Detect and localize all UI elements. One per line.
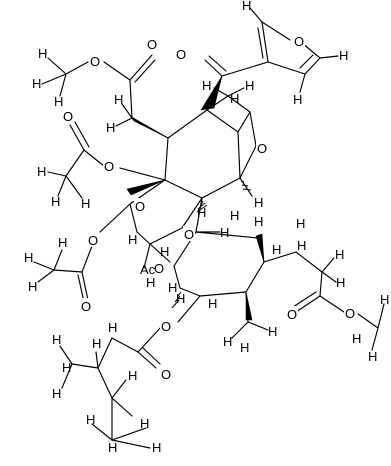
hydrogen-label: H	[52, 332, 61, 347]
ester-right-ether-oxygen-label: O	[345, 306, 355, 321]
hydrogen-label: H	[128, 232, 137, 247]
acetate-2-carbonyl-oxygen-label: O	[81, 299, 91, 314]
hydrogen-label: H	[54, 94, 63, 109]
hydrogen-label: H	[297, 238, 306, 253]
cage-ether-oxygen-center-label: O	[184, 227, 194, 242]
hydrogen-label: H	[52, 386, 61, 401]
isobutyrate-carbonyl-oxygen-label: O	[161, 367, 171, 382]
acetoxy-ac-label: Ac	[140, 262, 156, 277]
epoxy-oxygen-label: O	[257, 141, 267, 156]
hydrogen-label: H	[92, 336, 101, 351]
acetoxy-o-label: O	[154, 261, 164, 276]
hydrogen-label: H	[197, 205, 206, 220]
isobutyrate-methyl-stubs	[91, 397, 151, 449]
hydrogen-label: H	[81, 196, 90, 211]
hydrogen-label: H	[268, 324, 277, 339]
hydrogen-label: H	[24, 250, 33, 265]
ketone-oxygen-label: O	[176, 47, 186, 62]
hydrogen-label: H	[202, 78, 211, 93]
acetate-1-carbonyl-oxygen-label: O	[63, 109, 73, 124]
hydrogen-label: H	[254, 214, 263, 229]
furan-oxygen-label: O	[294, 34, 304, 49]
hydrogen-label: H	[352, 331, 361, 346]
hydrogen-label: H	[176, 291, 185, 306]
hydrogen-label: H	[168, 280, 177, 295]
cage-ether-oxygen-left-label: O	[135, 199, 145, 214]
bond-lines	[33, 7, 385, 417]
hydrogen-label: H	[208, 296, 217, 311]
hydrogen-label: H	[128, 368, 137, 383]
hydrogen-label: H	[242, 0, 251, 13]
hydrogen-label: H	[58, 235, 67, 250]
hydrogen-label: H	[140, 416, 149, 431]
hydrogen-label: H	[106, 120, 115, 135]
hydrogen-label: H	[336, 275, 345, 290]
hydrogen-label: H	[240, 340, 249, 355]
hydrogen-label: H	[335, 247, 344, 262]
hydrogen-label: H	[220, 225, 229, 240]
hydrogen-label: H	[230, 208, 239, 223]
hydrogen-label: H	[293, 92, 302, 107]
hydrogen-label: H	[272, 242, 281, 257]
hydrogen-label: H	[368, 349, 377, 364]
acetate-1-ring-oxygen-label: O	[104, 159, 114, 174]
hydrogen-label: H	[254, 195, 263, 210]
isobutyrate-ring-oxygen-label: O	[161, 319, 171, 334]
hydrogen-label: H	[245, 78, 254, 93]
hydrogen-label: H	[38, 46, 47, 61]
hydrogen-label: H	[152, 440, 161, 455]
ester-top-ether-oxygen-label: O	[90, 54, 100, 69]
hydrogen-label: H	[37, 164, 46, 179]
hydrogen-label: H	[223, 334, 232, 349]
hydrogen-label: H	[230, 91, 239, 106]
ester-top-carbonyl-oxygen-label: O	[147, 37, 157, 52]
hydrogen-label: H	[160, 244, 169, 259]
hydrogen-label: H	[86, 412, 95, 427]
hash-bonds	[171, 180, 252, 309]
atom-labels: O O O O O O O O O O O Ac O O O	[62, 33, 356, 382]
hydrogen-label: H	[51, 194, 60, 209]
hydrogen-label: H	[28, 279, 37, 294]
stereo-bonds	[126, 75, 265, 321]
hydrogen-label: H	[108, 440, 117, 455]
hydrogen-label: H	[114, 92, 123, 107]
acetate-2-ring-oxygen-label: O	[88, 233, 98, 248]
ester-right-carbonyl-oxygen-label: O	[287, 307, 297, 322]
hydrogen-label: H	[108, 320, 117, 335]
hydrogen-label: H	[380, 292, 389, 307]
hydrogen-label: H	[296, 216, 305, 231]
hydrogen-labels: H H H H H H H H H H H H H H H H H H H H …	[24, 0, 389, 455]
hydrogen-label: H	[32, 76, 41, 91]
hydrogen-label: H	[146, 275, 155, 290]
hydrogen-label: H	[62, 360, 71, 375]
hydrogen-label: H	[339, 48, 348, 63]
